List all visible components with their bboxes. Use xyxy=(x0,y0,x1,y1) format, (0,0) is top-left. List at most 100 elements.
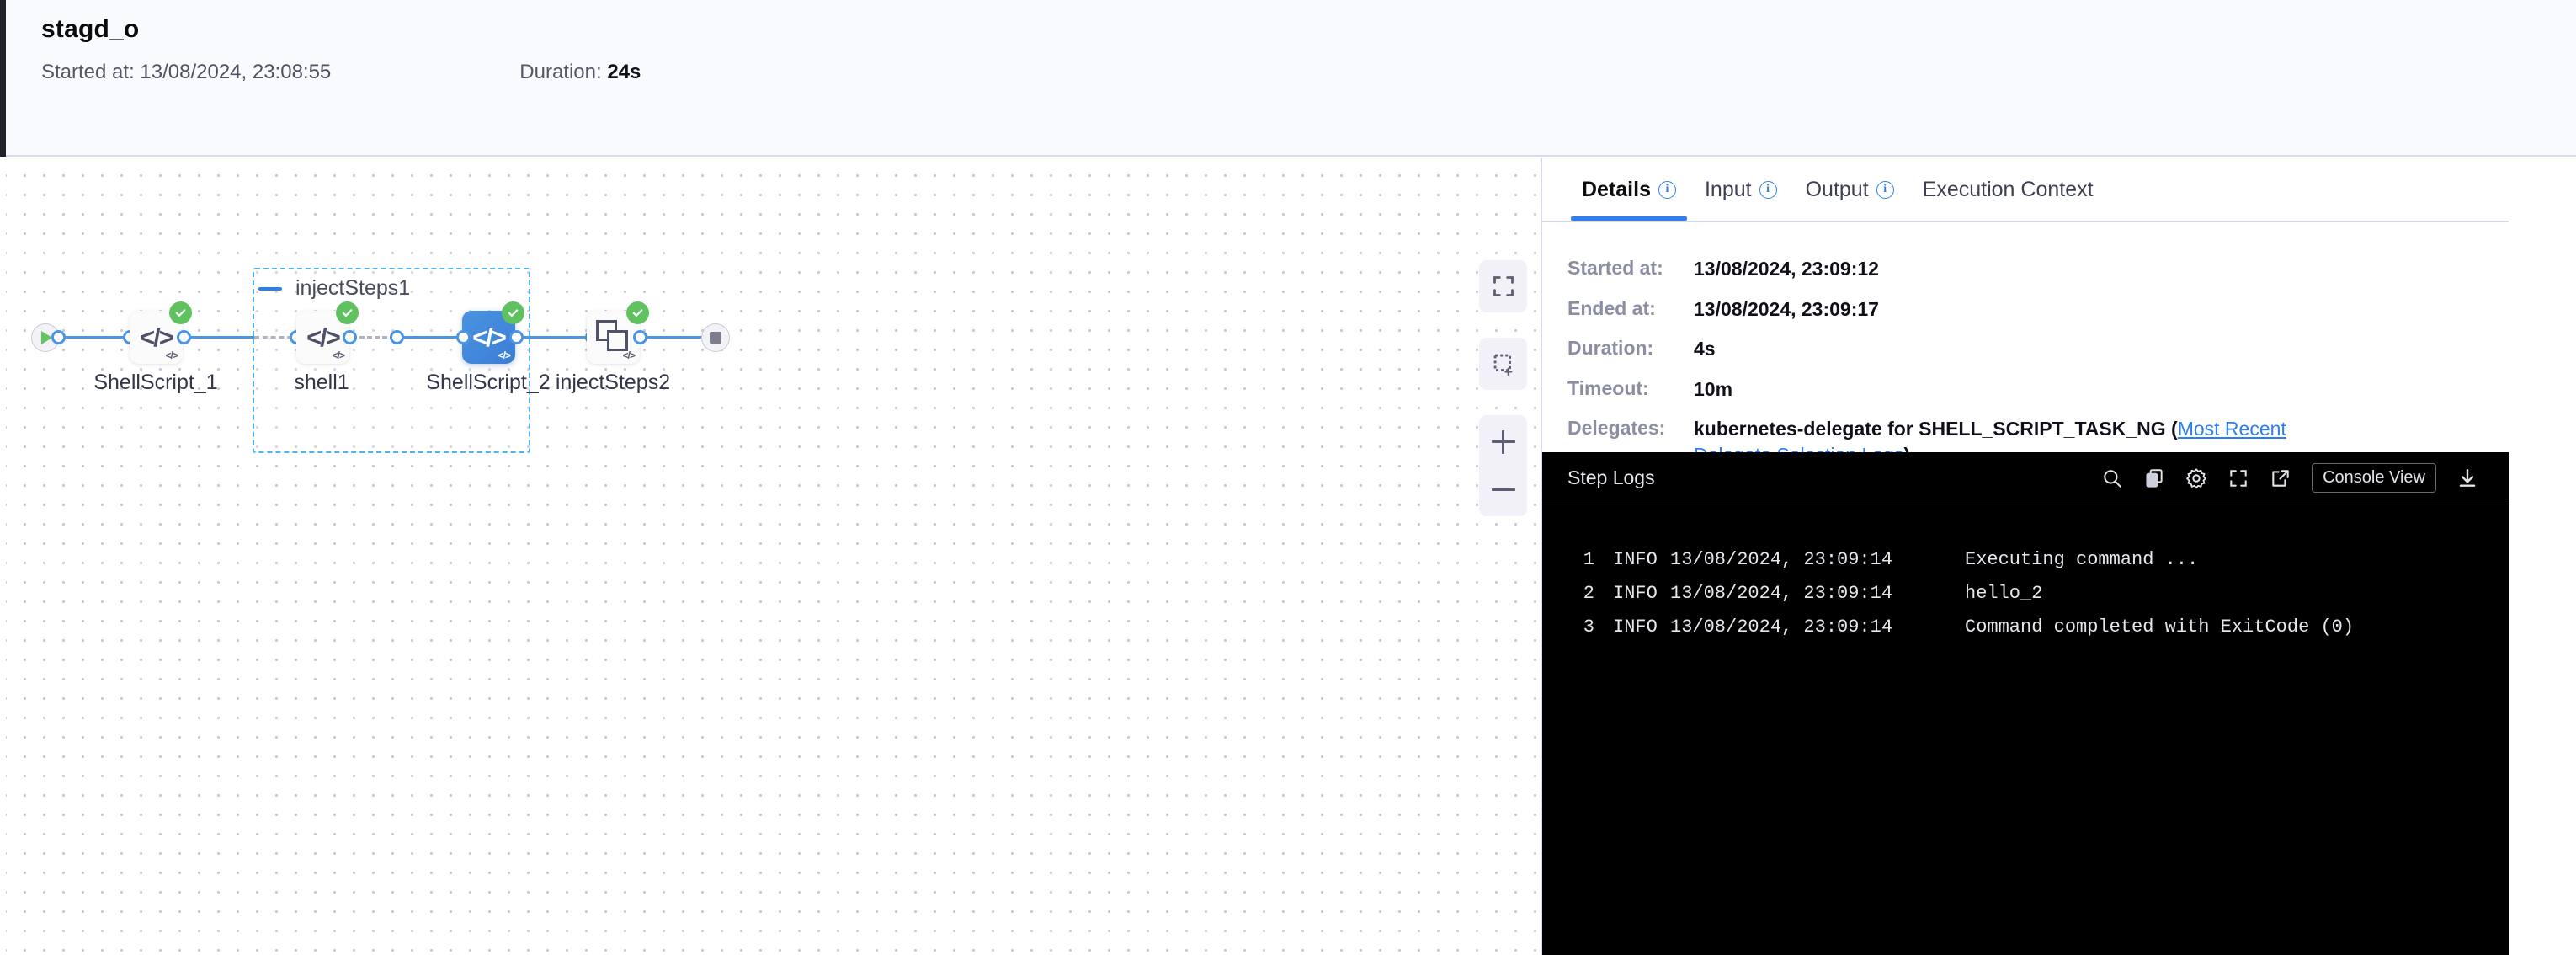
log-level: INFO xyxy=(1613,616,1658,638)
detail-key: Started at: xyxy=(1567,257,1663,279)
log-message: Command completed with ExitCode (0) xyxy=(1965,616,2355,638)
tab-details-label: Details xyxy=(1582,177,1651,201)
execution-header: stagd_o Started at: 13/08/2024, 23:08:55… xyxy=(6,0,2576,157)
node-shellscript1[interactable]: </> </> xyxy=(130,301,192,364)
node-label-injectsteps2: injectSteps2 xyxy=(555,371,671,394)
step-group-header[interactable]: injectSteps1 xyxy=(258,276,410,301)
panel-divider xyxy=(1541,158,1542,955)
edge-start-to-shellscript1 xyxy=(58,336,136,339)
log-message: hello_2 xyxy=(1965,583,2043,604)
port-shellscript2-in xyxy=(390,330,404,344)
pipeline-canvas[interactable]: injectSteps1 </> </> xyxy=(6,158,1541,955)
console-view-button[interactable]: Console View xyxy=(2312,463,2436,493)
right-margin xyxy=(2509,158,2576,955)
tab-output[interactable]: Output i xyxy=(1791,158,1908,221)
shell-script-type-icon: </> xyxy=(332,349,345,361)
duration-value: 24s xyxy=(607,61,641,83)
edge-group-in-dashed xyxy=(254,336,301,339)
log-line-number: 1 xyxy=(1583,549,1594,570)
details-tabbar: Details i Input i Output i Execution Con… xyxy=(1542,158,2509,222)
step-logs-toolbar: Step Logs xyxy=(1542,452,2509,504)
play-icon xyxy=(41,331,52,344)
code-icon: </> xyxy=(140,323,174,352)
log-timestamp: 13/08/2024, 23:09:14 xyxy=(1670,616,1893,638)
header-meta: Started at: 13/08/2024, 23:08:55 Duratio… xyxy=(41,61,641,84)
node-injectsteps2[interactable]: </> xyxy=(587,301,649,364)
log-level: INFO xyxy=(1613,583,1658,604)
detail-row-ended-at: Ended at: 13/08/2024, 23:09:17 xyxy=(1567,296,2509,323)
port-shellscript2-in2 xyxy=(456,330,471,344)
edge-shellscript2-out xyxy=(511,336,587,339)
details-body: Started at: 13/08/2024, 23:09:12 Ended a… xyxy=(1542,222,2509,527)
detail-value: 10m xyxy=(1694,377,1733,400)
detail-value: 13/08/2024, 23:09:12 xyxy=(1694,258,1879,280)
node-label-shellscript1: ShellScript_1 xyxy=(93,371,218,394)
zoom-in-button[interactable] xyxy=(1479,418,1527,466)
step-group-label: injectSteps1 xyxy=(295,276,411,300)
dashed-select-icon xyxy=(1493,354,1512,376)
stop-icon xyxy=(710,332,721,344)
download-icon[interactable] xyxy=(2456,467,2478,489)
tab-input[interactable]: Input i xyxy=(1690,158,1791,221)
step-logs-output[interactable]: 1 INFO 13/08/2024, 23:09:14 Executing co… xyxy=(1542,504,2509,955)
left-rail xyxy=(0,0,6,157)
status-success-icon xyxy=(336,301,359,324)
external-link-icon[interactable] xyxy=(2270,467,2291,489)
status-success-icon xyxy=(502,301,524,324)
edge-group-to-shellscript2 xyxy=(391,336,469,339)
pipeline-graph: injectSteps1 </> </> xyxy=(6,158,1541,955)
info-icon[interactable]: i xyxy=(1658,180,1676,199)
zoom-out-button[interactable] xyxy=(1479,466,1527,514)
collapse-minus-icon[interactable] xyxy=(258,286,282,291)
fullscreen-icon[interactable] xyxy=(2227,467,2249,489)
step-details-panel: Details i Input i Output i Execution Con… xyxy=(1542,158,2509,955)
pipeline-end-node[interactable] xyxy=(701,323,730,352)
copies-icon xyxy=(595,319,631,355)
fit-to-screen-button[interactable] xyxy=(1479,260,1527,312)
detail-row-duration: Duration: 4s xyxy=(1567,336,2509,362)
delegates-text: kubernetes-delegate for SHELL_SCRIPT_TAS… xyxy=(1694,418,2178,440)
search-icon[interactable] xyxy=(2101,467,2123,489)
shell-script-type-icon: </> xyxy=(165,349,178,361)
selection-box-button[interactable] xyxy=(1479,338,1527,390)
detail-value: 13/08/2024, 23:09:17 xyxy=(1694,297,1879,320)
tab-execution-context[interactable]: Execution Context xyxy=(1908,158,2108,221)
step-logs-title: Step Logs xyxy=(1567,467,1655,488)
edge-shell1-out-dashed xyxy=(344,336,395,339)
detail-key: Delegates: xyxy=(1567,417,1666,440)
tab-output-label: Output xyxy=(1805,177,1869,201)
code-icon: </> xyxy=(472,323,507,352)
detail-key: Ended at: xyxy=(1567,296,1656,319)
detail-row-started-at: Started at: 13/08/2024, 23:09:12 xyxy=(1567,256,2509,282)
info-icon[interactable]: i xyxy=(1876,180,1894,199)
step-logs-section: Step Logs xyxy=(1542,452,2509,955)
status-success-icon xyxy=(626,301,649,324)
selection-box-button-inner[interactable] xyxy=(1479,340,1527,388)
tab-details[interactable]: Details i xyxy=(1567,158,1690,221)
log-message: Executing command ... xyxy=(1965,549,2199,570)
log-timestamp: 13/08/2024, 23:09:14 xyxy=(1670,549,1893,570)
tab-execution-context-label: Execution Context xyxy=(1922,177,2094,201)
copy-icon[interactable] xyxy=(2143,467,2165,489)
port-shell1-out xyxy=(343,330,357,344)
started-at-meta: Started at: 13/08/2024, 23:08:55 xyxy=(41,61,331,84)
fullscreen-icon xyxy=(1493,276,1514,296)
detail-row-timeout: Timeout: 10m xyxy=(1567,376,2509,403)
zoom-controls[interactable] xyxy=(1479,415,1527,516)
port-injectsteps2-out xyxy=(633,330,647,344)
plus-icon xyxy=(1491,429,1515,454)
log-line-number: 2 xyxy=(1583,583,1594,604)
fit-to-screen-button-inner[interactable] xyxy=(1479,263,1527,311)
port-shellscript1-out xyxy=(177,330,191,344)
log-timestamp: 13/08/2024, 23:09:14 xyxy=(1670,583,1893,604)
status-success-icon xyxy=(169,301,192,324)
tab-input-label: Input xyxy=(1704,177,1752,201)
gear-icon[interactable] xyxy=(2185,467,2207,489)
port-start-out xyxy=(51,330,66,344)
port-shellscript2-out xyxy=(509,330,524,344)
duration-meta: Duration: 24s xyxy=(519,61,641,84)
info-icon[interactable]: i xyxy=(1759,180,1777,199)
node-shell1[interactable]: </> </> xyxy=(296,301,359,364)
node-label-shell1: shell1 xyxy=(294,371,349,394)
node-shellscript2[interactable]: </> </> xyxy=(462,301,524,364)
